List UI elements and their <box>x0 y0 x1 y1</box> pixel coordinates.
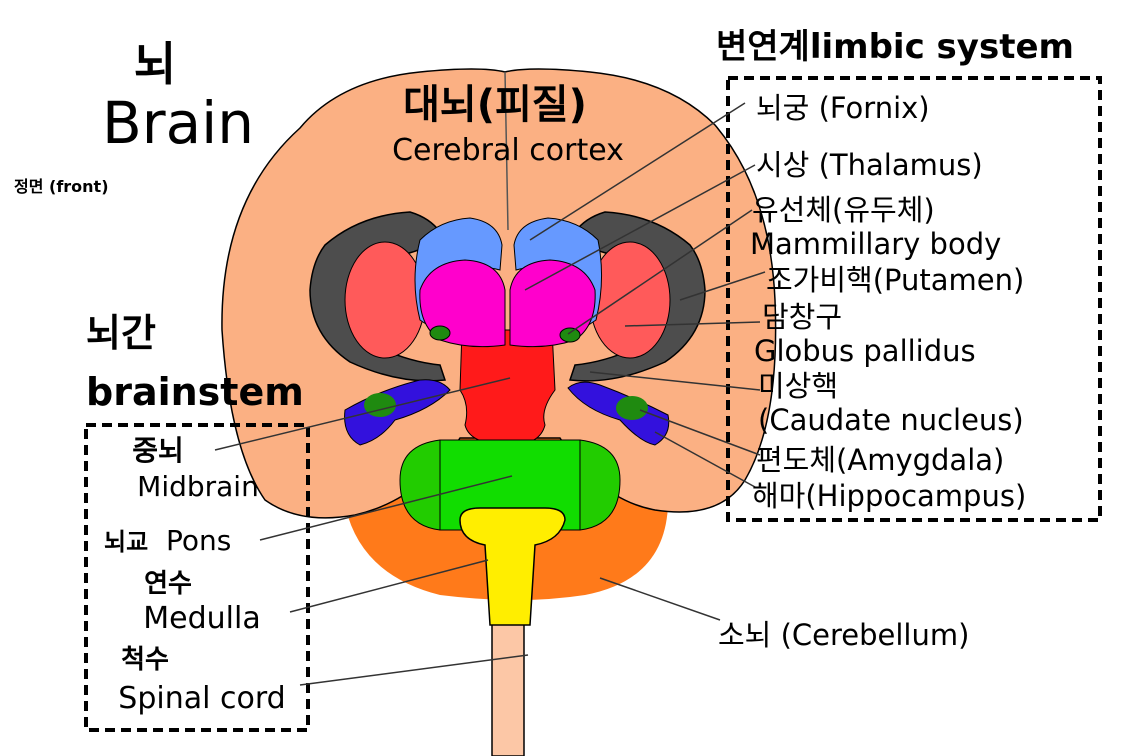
limbic-box <box>726 76 1102 522</box>
brainstem-title-en: brainstem <box>86 370 304 414</box>
title-ko: 뇌 <box>134 37 176 91</box>
caudate-en: (Caudate nucleus) <box>758 403 1024 437</box>
globus-en: Globus pallidus <box>754 334 976 368</box>
mammillary-en: Mammillary body <box>750 227 1001 261</box>
cerebellum-label: 소뇌 (Cerebellum) <box>718 618 969 652</box>
spinal-en: Spinal cord <box>118 681 285 716</box>
midbrain <box>459 329 556 446</box>
thalamus-right <box>509 259 596 348</box>
hippocampus-left <box>344 379 451 446</box>
longitudinal-fissure <box>504 71 509 231</box>
medulla-ko: 연수 <box>144 569 192 599</box>
globus-ko: 담창구 <box>762 300 842 334</box>
pons-en: Pons <box>166 524 231 557</box>
amygdala-left <box>364 393 396 417</box>
mammillary-left <box>429 325 451 341</box>
amygdala-right <box>616 396 648 420</box>
putamen-label: 조가비핵(Putamen) <box>766 263 1024 297</box>
spinal-ko: 척수 <box>121 645 169 675</box>
midbrain-ko: 중뇌 <box>132 434 184 467</box>
brainstem-title-ko: 뇌간 <box>86 311 156 355</box>
hippocampus-label: 해마(Hippocampus) <box>752 479 1026 513</box>
medulla <box>459 507 566 626</box>
cortex-ko: 대뇌(피질) <box>403 82 587 128</box>
view-label: 정면 (front) <box>14 177 109 196</box>
cortex-en: Cerebral cortex <box>392 133 624 168</box>
putamen-right <box>589 241 671 359</box>
pons-ko: 뇌교 <box>104 528 148 556</box>
putamen-left <box>344 241 426 359</box>
midbrain-en: Midbrain <box>137 470 259 503</box>
thalamus-label: 시상 (Thalamus) <box>756 148 983 182</box>
leader-lines <box>214 102 766 686</box>
title-en: Brain <box>102 89 254 157</box>
caudate-ko: 미상핵 <box>758 369 838 403</box>
amygdala-label: 편도체(Amygdala) <box>756 443 1004 477</box>
brainstem-box <box>84 423 310 732</box>
limbic-title: 변연계limbic system <box>716 27 1074 67</box>
mammillary-right <box>559 327 581 343</box>
fornix-label: 뇌궁 (Fornix) <box>756 91 930 125</box>
medulla-en: Medulla <box>143 601 260 636</box>
spinal-cord <box>491 599 525 756</box>
mammillary-ko: 유선체(유두체) <box>752 193 935 227</box>
